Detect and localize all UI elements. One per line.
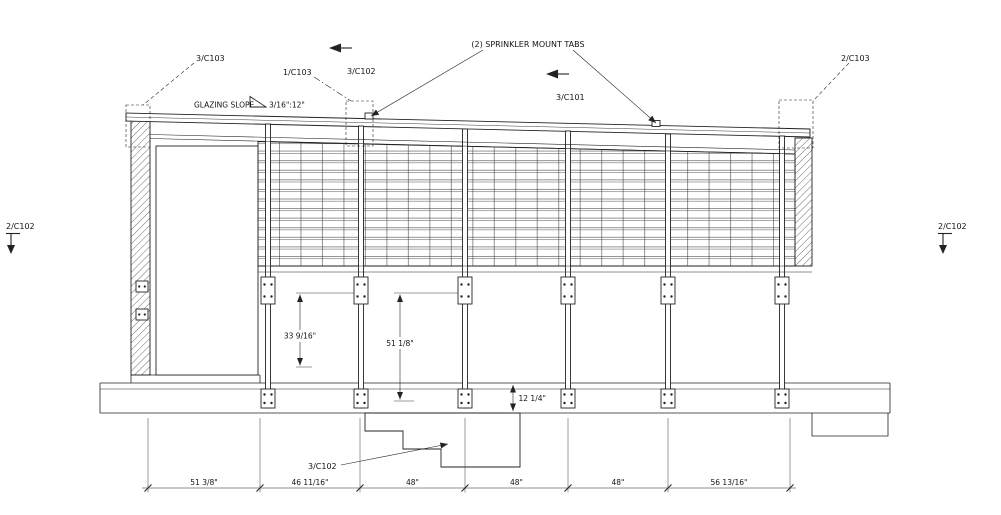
sprinkler-note: (2) SPRINKLER MOUNT TABS [471, 40, 584, 49]
glazing-slope-label: GLAZING SLOPE [194, 101, 255, 110]
leader-lines [142, 49, 850, 466]
hdim-5: 48" [612, 478, 625, 487]
lower-plate [353, 388, 369, 409]
callout-3-c103: 3/C103 [196, 54, 225, 63]
upper-plate [660, 276, 676, 305]
lower-plate [560, 388, 576, 409]
detail-boxes [125, 99, 814, 149]
callout-3-c102-stair: 3/C102 [308, 462, 337, 471]
hdim-1: 51 3/8" [190, 478, 217, 487]
sprinkler-tab [651, 120, 661, 127]
upper-plate [457, 276, 473, 305]
lower-plate [457, 388, 473, 409]
stairs [364, 412, 521, 468]
section-label-2-c102-left: 2/C102 [6, 222, 35, 231]
vdim-51: 51 1/8" [386, 339, 413, 348]
section-arrow-left-icon [546, 69, 558, 79]
lower-plate [260, 388, 276, 409]
upper-plate [560, 276, 576, 305]
post [565, 130, 571, 409]
mesh-panel [257, 141, 796, 267]
post [665, 133, 671, 409]
section-label-2-c102-right: 2/C102 [938, 222, 967, 231]
section-label-3-c102-top: 3/C102 [347, 67, 376, 76]
upper-plate [353, 276, 369, 305]
slope-ratio: 3/16":12" [269, 101, 305, 110]
section-label-3-c101: 3/C101 [556, 93, 585, 102]
section-arrow-down-icon [7, 245, 15, 254]
hdim-4: 48" [510, 478, 523, 487]
sprinkler-tab [364, 112, 374, 120]
hdim-6: 56 13/16" [711, 478, 748, 487]
section-arrow-left-icon [329, 43, 341, 53]
hdim-3: 48" [406, 478, 419, 487]
post [358, 125, 364, 409]
detail-box-top-left [125, 104, 151, 148]
vdim-12: 12 1/4" [519, 394, 546, 403]
lower-plate [774, 388, 790, 409]
upper-plate [774, 276, 790, 305]
left-wall [130, 120, 151, 376]
section-markers [6, 43, 952, 254]
wall-bracket [135, 280, 149, 293]
door-opening [155, 145, 259, 376]
upper-plate [260, 276, 276, 305]
post [462, 128, 468, 409]
wall-bracket [135, 308, 149, 321]
roof-beam [125, 112, 811, 138]
vertical-dimensions [296, 292, 517, 411]
dimension-chain [142, 418, 796, 493]
glazing-rails [149, 134, 812, 273]
lower-plate [660, 388, 676, 409]
callout-2-c103: 2/C103 [841, 54, 870, 63]
vdim-33: 33 9/16" [284, 332, 316, 341]
callout-1-c103: 1/C103 [283, 68, 312, 77]
hdim-2: 46 11/16" [292, 478, 329, 487]
right-wall [794, 137, 813, 267]
slope-triangle-icon [249, 95, 268, 108]
slab-right-stub [811, 413, 889, 437]
section-arrow-down-icon [939, 245, 947, 254]
detail-box-glazing [345, 100, 374, 147]
detail-box-top-right [778, 99, 814, 149]
